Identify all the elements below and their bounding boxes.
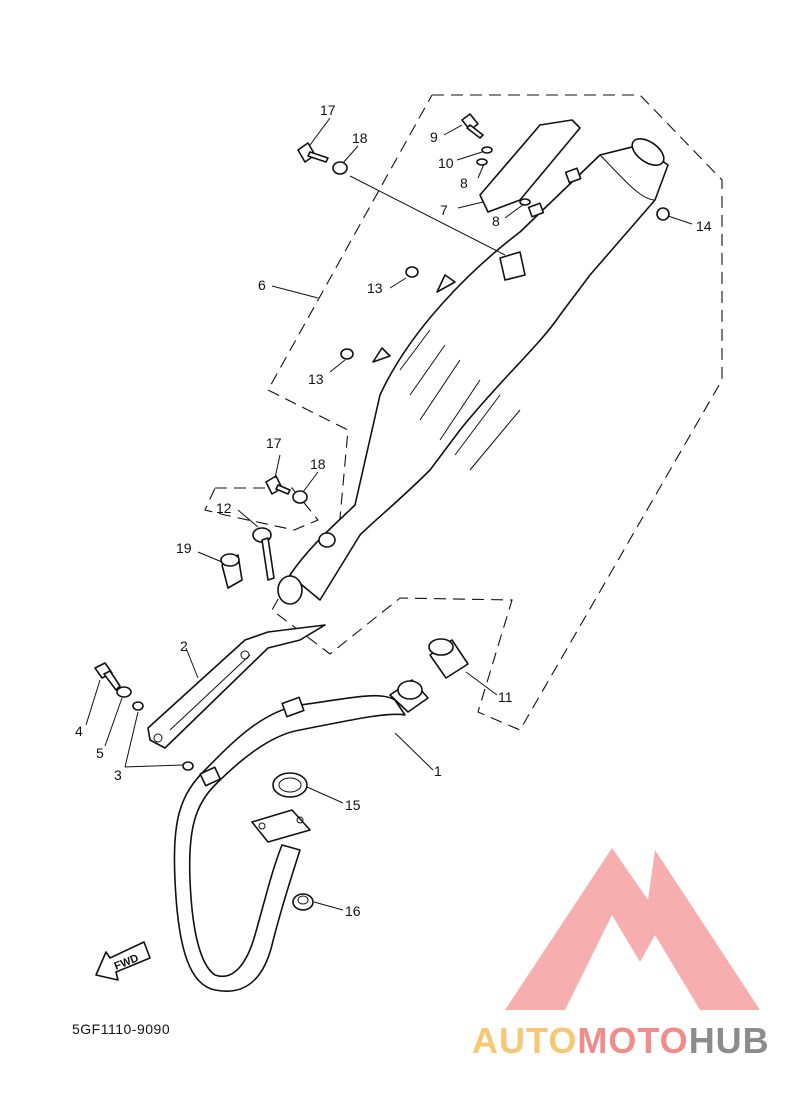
callout-13a: 13 bbox=[367, 280, 383, 296]
leader-lines bbox=[85, 117, 693, 911]
callout-17b: 17 bbox=[266, 435, 282, 451]
exhaust-pipe bbox=[173, 679, 429, 992]
callout-3: 3 bbox=[114, 767, 122, 783]
screw-9 bbox=[461, 113, 484, 139]
bolt-17b bbox=[265, 475, 291, 495]
muffler bbox=[277, 138, 669, 605]
callout-8a: 8 bbox=[460, 175, 468, 191]
gasket bbox=[272, 772, 308, 798]
bolt-12 bbox=[252, 527, 275, 581]
damper-13b bbox=[340, 347, 391, 363]
washer-8b bbox=[519, 198, 531, 206]
brand-hub: HUB bbox=[688, 1020, 770, 1061]
washer-8a bbox=[476, 158, 488, 166]
washer-10 bbox=[481, 146, 493, 154]
nut-top bbox=[564, 167, 582, 184]
heat-protector bbox=[147, 624, 326, 749]
bolt-17a bbox=[297, 142, 329, 163]
callout-10: 10 bbox=[438, 155, 454, 171]
watermark-logo bbox=[505, 848, 760, 1010]
callout-8b: 8 bbox=[492, 213, 500, 229]
damper-14 bbox=[656, 207, 670, 221]
callout-18b: 18 bbox=[310, 456, 326, 472]
brand-auto: AUTO bbox=[472, 1020, 578, 1061]
callout-17a: 17 bbox=[320, 102, 336, 118]
callout-18a: 18 bbox=[352, 130, 368, 146]
bolt-4 bbox=[94, 662, 121, 691]
washer-18b bbox=[292, 490, 308, 504]
watermark-brand: AUTOMOTOHUB bbox=[472, 1020, 770, 1062]
callout-7: 7 bbox=[440, 202, 448, 218]
diagram-ref-code: 5GF1110-9090 bbox=[72, 1021, 170, 1037]
nut-8b bbox=[527, 202, 545, 218]
callout-12: 12 bbox=[216, 500, 232, 516]
brand-moto: MOTO bbox=[577, 1020, 689, 1061]
callout-2: 2 bbox=[180, 638, 188, 654]
callout-11: 11 bbox=[498, 689, 513, 705]
cap-19 bbox=[220, 553, 243, 589]
callout-1: 1 bbox=[434, 763, 442, 779]
bolt-group-outline bbox=[204, 487, 319, 531]
callout-14: 14 bbox=[696, 218, 712, 234]
washer-5 bbox=[116, 686, 132, 698]
callout-labels: 17 18 9 10 8 7 8 14 6 13 13 17 18 12 19 … bbox=[75, 102, 712, 919]
callout-13b: 13 bbox=[308, 371, 324, 387]
collar-3b bbox=[182, 761, 194, 771]
fwd-arrow-icon: FWD bbox=[95, 941, 151, 981]
callout-15: 15 bbox=[345, 797, 361, 813]
callout-9: 9 bbox=[430, 129, 438, 145]
muffler-protector bbox=[479, 119, 581, 213]
callout-4: 4 bbox=[75, 723, 83, 739]
damper-13a bbox=[405, 266, 456, 293]
callout-5: 5 bbox=[96, 745, 104, 761]
washer-18a bbox=[332, 161, 348, 175]
flange-nut bbox=[292, 893, 314, 911]
callout-16: 16 bbox=[345, 903, 361, 919]
collar-3a bbox=[132, 701, 144, 711]
muffler-group-outline bbox=[267, 94, 723, 731]
sleeve-11 bbox=[428, 638, 469, 679]
callout-6: 6 bbox=[258, 277, 266, 293]
callout-19: 19 bbox=[176, 540, 192, 556]
